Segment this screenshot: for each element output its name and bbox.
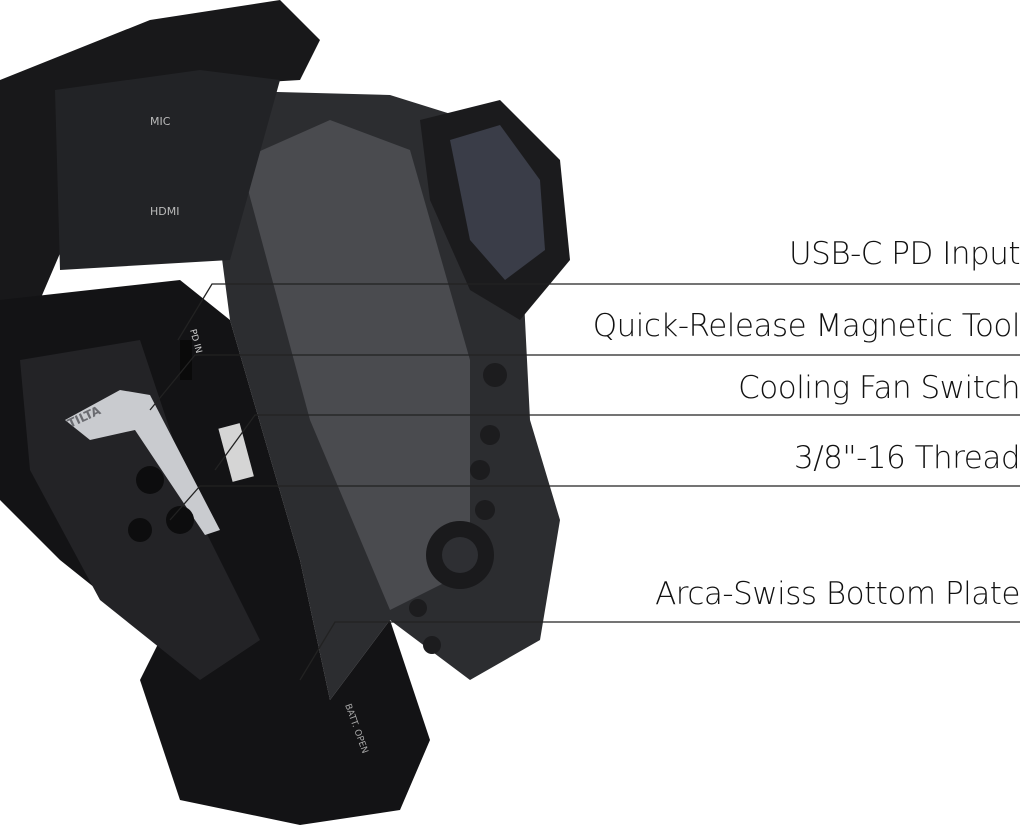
callout-arca-swiss-bottom-plate: Arca-Swiss Bottom Plate xyxy=(655,576,1020,612)
mic-marking: MIC xyxy=(150,115,171,128)
magnetic-tool xyxy=(65,390,220,535)
viewfinder-glass xyxy=(450,125,545,280)
rear-screen xyxy=(240,120,470,610)
callout-line-usb-c xyxy=(177,283,1020,341)
hdmi-marking: HDMI xyxy=(150,205,179,218)
cooling-fan-switch xyxy=(218,423,254,482)
callout-thread: 3/8"-16 Thread xyxy=(793,440,1021,476)
port-panel xyxy=(55,70,280,270)
callout-line-fan-switch xyxy=(214,414,1020,471)
callout-cooling-fan-switch: Cooling Fan Switch xyxy=(738,370,1020,406)
callout-line-bottom-plate xyxy=(299,621,1020,681)
callout-usb-c-pd-input: USB-C PD Input xyxy=(788,236,1021,272)
callout-quick-release-magnetic-tool: Quick-Release Magnetic Tool xyxy=(592,308,1021,344)
callout-line-magnetic-tool xyxy=(149,354,1020,411)
callout-line-thread xyxy=(169,485,1020,521)
